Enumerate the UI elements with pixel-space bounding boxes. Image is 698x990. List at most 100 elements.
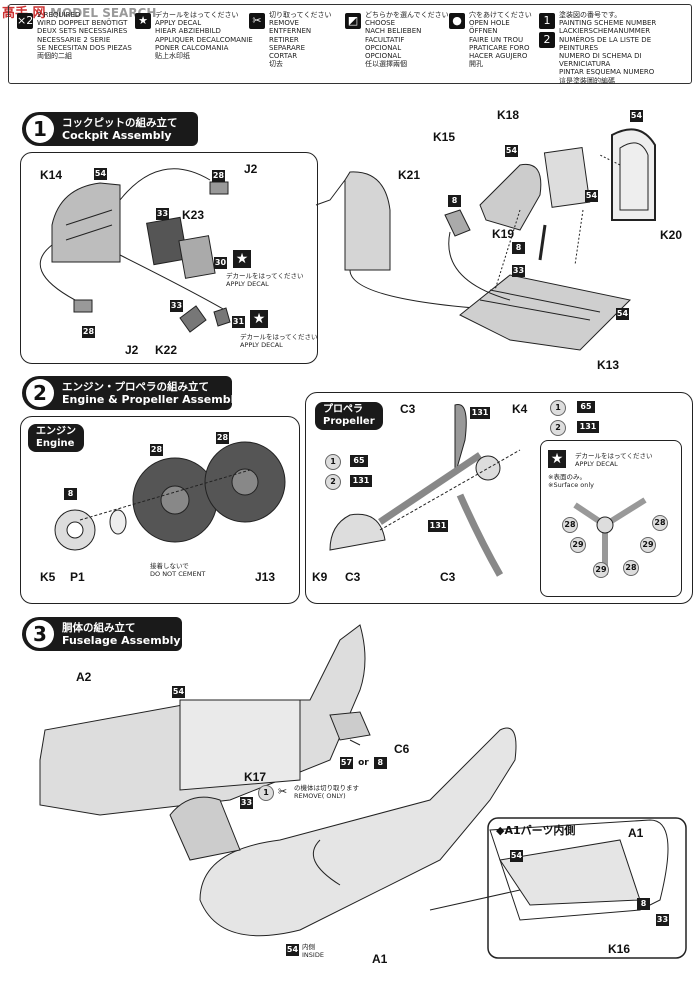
part-A2: A2 — [76, 670, 92, 684]
color-54-h: 54 — [510, 850, 523, 862]
color-8-c: 8 — [64, 488, 77, 500]
color-30: 30 — [214, 257, 227, 269]
part-P1: P1 — [70, 570, 85, 584]
step-2-title-jp: エンジン・プロペラの組み立て — [62, 381, 209, 393]
watermark-sub: MODEL SEARCH — [50, 6, 157, 20]
part-K23: K23 — [182, 208, 205, 222]
color-28-g: 28 — [623, 560, 639, 576]
part-C3-a: C3 — [400, 402, 416, 416]
part-K20: K20 — [660, 228, 683, 242]
color-8-b: 8 — [512, 242, 525, 254]
color-28-a: 28 — [212, 170, 225, 182]
color-29-b: 29 — [640, 537, 656, 553]
part-C3-b: C3 — [345, 570, 361, 584]
part-C3-c: C3 — [440, 570, 456, 584]
part-A1-b: A1 — [628, 826, 644, 840]
propeller-box — [305, 392, 693, 604]
part-K22: K22 — [155, 343, 178, 357]
color-28-b: 28 — [82, 326, 95, 338]
color-57: 57 — [340, 757, 353, 769]
a1-inside-heading: ◆A1パーツ内側 — [496, 824, 576, 837]
scheme-1-label-c: 1 — [258, 785, 274, 801]
scissors-remove-icon: ✂ — [249, 13, 265, 29]
scheme-2-label-a: 2 — [550, 420, 566, 436]
scissors-remove-icon-b: ✂ — [278, 785, 288, 798]
part-K18: K18 — [497, 108, 520, 122]
step-2-header: 2 エンジン・プロペラの組み立て Engine & Propeller Asse… — [22, 376, 242, 410]
step-3-number: 3 — [26, 620, 54, 648]
color-29-a: 29 — [570, 537, 586, 553]
color-33-e: 33 — [656, 914, 669, 926]
star-decal-icon-c: ★ — [548, 450, 566, 468]
choose-icon: ◩ — [345, 13, 361, 29]
step-3-title-jp: 胴体の組み立て — [62, 622, 136, 634]
color-31: 31 — [232, 316, 245, 328]
part-A1-a: A1 — [372, 952, 388, 966]
color-54-g: 54 — [286, 944, 299, 956]
step-2-title-en: Engine & Propeller Assembly — [62, 393, 242, 406]
color-54-d: 54 — [585, 190, 598, 202]
scheme-2-icon: 2 — [539, 32, 555, 48]
part-K9: K9 — [312, 570, 328, 584]
or-label: or — [358, 758, 369, 768]
two-required-icon: ×2 — [17, 13, 34, 29]
scheme-1-label-b: 1 — [325, 454, 341, 470]
color-33-a: 33 — [156, 208, 169, 220]
part-K19: K19 — [492, 227, 515, 241]
star-decal-icon-b: ★ — [250, 310, 268, 328]
step-1-title-jp: コックピットの組み立て — [62, 117, 178, 129]
part-K17: K17 — [244, 770, 267, 784]
step-3-header: 3 胴体の組み立て Fuselage Assembly — [22, 617, 182, 651]
color-8-a: 8 — [448, 195, 461, 207]
scheme-1-icon: 1 — [539, 13, 555, 29]
color-65-b: 65 — [350, 455, 368, 467]
color-54-b: 54 — [505, 145, 518, 157]
color-28-c: 28 — [150, 444, 163, 456]
color-54-e: 54 — [616, 308, 629, 320]
step-1-title-en: Cockpit Assembly — [62, 129, 172, 142]
part-J13: J13 — [255, 570, 276, 584]
part-J2-bottom: J2 — [125, 343, 139, 357]
color-33-b: 33 — [170, 300, 183, 312]
color-54-c: 54 — [630, 110, 643, 122]
scheme-1-label-a: 1 — [550, 400, 566, 416]
decal-propeller-inset — [540, 440, 682, 597]
part-K4: K4 — [512, 402, 528, 416]
color-54-a: 54 — [94, 168, 107, 180]
color-28-e: 28 — [562, 517, 578, 533]
color-28-d: 28 — [216, 432, 229, 444]
color-33-d: 33 — [240, 797, 253, 809]
part-K15: K15 — [433, 130, 456, 144]
open-hole-icon: ● — [449, 13, 465, 29]
part-C6: C6 — [394, 742, 410, 756]
color-28-f: 28 — [652, 515, 668, 531]
step-3-title-en: Fuselage Assembly — [62, 634, 181, 647]
color-131-c: 131 — [350, 475, 372, 487]
star-decal-icon: ★ — [135, 13, 151, 29]
surface-only-note: ※表面のみ。※Surface only — [548, 473, 595, 489]
color-65-a: 65 — [577, 401, 595, 413]
color-131-a: 131 — [470, 407, 490, 419]
color-131-b: 131 — [577, 421, 599, 433]
color-57-or-8: 57 or 8 — [340, 750, 387, 769]
cockpit-detail-box — [20, 152, 318, 364]
step-1-number: 1 — [26, 115, 54, 143]
part-K14: K14 — [40, 168, 63, 182]
part-K16: K16 — [608, 942, 631, 956]
